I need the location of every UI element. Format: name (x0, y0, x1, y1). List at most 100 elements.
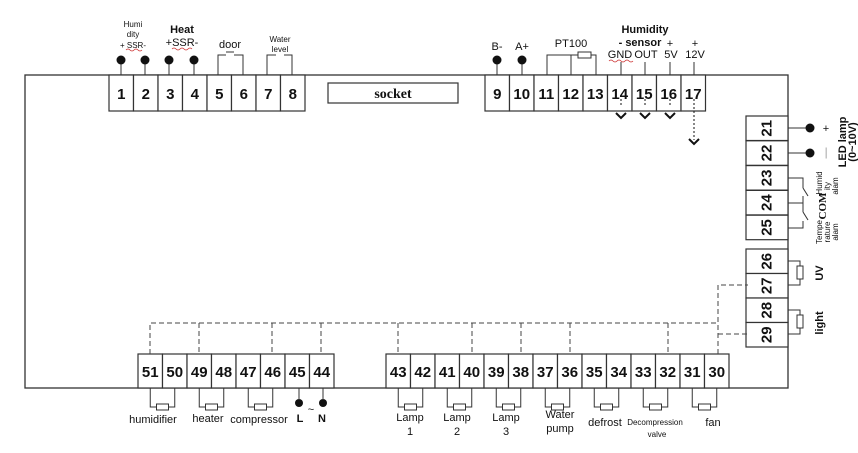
terminal-41: 41 (434, 353, 461, 389)
terminal-3-dot (164, 55, 174, 65)
top-labels: Humi dity + SSR- Heat +SSR- door Water l… (120, 20, 705, 61)
heat-ssr-label-2: +SSR- (166, 37, 199, 49)
decompression-valve-label-2: valve (648, 430, 667, 439)
humidity-alarm-label-2: ity (823, 182, 832, 190)
temp-alarm-label-3: alam (831, 223, 840, 241)
terminal-1: 1 (108, 74, 135, 112)
right-labels: + — LED lamp (0~10V) Humid ity alam COM … (814, 116, 858, 334)
out-label: OUT (634, 49, 658, 61)
terminal-number: 45 (289, 364, 306, 381)
humidity-sensor-label-1: Humidity (621, 24, 669, 36)
terminal-7: 7 (255, 74, 282, 112)
terminal-2: 2 (132, 74, 159, 112)
water-pump-label-1: Water (546, 409, 575, 421)
ac-symbol: ~ (308, 404, 314, 416)
defrost-load-symbol (593, 388, 620, 411)
terminal-9: 9 (484, 74, 511, 112)
terminal-number: 3 (166, 86, 174, 103)
water-level-label-2: level (272, 45, 289, 54)
socket-label: socket (374, 87, 412, 102)
plus-12v-sign: + (692, 38, 698, 50)
terminal-13: 13 (582, 74, 609, 112)
terminal-3: 3 (157, 74, 184, 112)
terminal-number: 23 (759, 170, 776, 187)
terminal-50: 50 (161, 353, 188, 389)
terminal-10: 10 (508, 74, 535, 112)
b-minus-label: B- (492, 41, 503, 53)
lamp2-label-2: 2 (454, 426, 460, 438)
terminal-number: 33 (635, 364, 652, 381)
terminal-32: 32 (654, 353, 681, 389)
terminal-number: 35 (586, 364, 603, 381)
terminal-27: 27 (745, 272, 789, 299)
terminal-38: 38 (507, 353, 534, 389)
terminal-22-dot (805, 148, 815, 158)
terminal-number: 37 (537, 364, 554, 381)
humidity-alarm-label-3: alam (831, 177, 840, 195)
terminal-number: 22 (759, 145, 776, 162)
terminal-number: 21 (759, 120, 776, 137)
terminal-number: 47 (240, 364, 257, 381)
terminal-number: 6 (240, 86, 248, 103)
plus-12v-label: 12V (685, 49, 705, 61)
water-pump-load-symbol (544, 388, 571, 411)
terminal-22: 22 (745, 140, 789, 166)
right-wiring (788, 127, 810, 335)
terminal-4: 4 (181, 74, 208, 112)
terminal-number: 42 (414, 364, 431, 381)
terminal-number: 38 (512, 364, 529, 381)
arrow-down-icon (664, 112, 676, 120)
terminal-21: 21 (745, 115, 789, 142)
terminal-9-dot (492, 55, 502, 65)
power-wiring (298, 388, 324, 400)
terminal-number: 2 (142, 86, 150, 103)
terminal-number: 43 (390, 364, 407, 381)
humidity-ssr-label-2: dity (127, 30, 139, 39)
heat-ssr-label-1: Heat (170, 24, 194, 36)
lamp1-label-2: 1 (407, 426, 413, 438)
controller-body (24, 74, 789, 389)
terminal-35: 35 (581, 353, 608, 389)
terminal-17: 17 (680, 74, 707, 112)
terminal-number: 11 (538, 86, 554, 103)
humidity-sensor-label-2: - sensor (619, 37, 663, 49)
decompression-valve-load-symbol (642, 388, 669, 411)
bottom-labels: humidifier heater compressor L ~ N Lamp … (129, 404, 720, 439)
led-lamp-label-1: LED lamp (837, 116, 849, 167)
top-dots (116, 55, 527, 65)
terminal-number: 15 (636, 86, 653, 103)
lamp1-label-1: Lamp (396, 412, 424, 424)
led-plus-label: + (823, 123, 829, 135)
socket-box: socket (327, 82, 459, 104)
terminal-5: 5 (206, 74, 233, 112)
terminal-10-dot (517, 55, 527, 65)
terminal-number: 16 (660, 86, 677, 103)
door-label: door (219, 39, 241, 51)
heater-load-symbol (198, 388, 225, 411)
terminal-number: 49 (191, 364, 208, 381)
terminal-number: 30 (708, 364, 725, 381)
terminal-14: 14 (606, 74, 633, 112)
terminal-number: 41 (439, 364, 456, 381)
terminal-39: 39 (483, 353, 510, 389)
water-level-label-1: Water (269, 35, 290, 44)
top-wiring (120, 51, 695, 75)
neutral-n-label: N (318, 413, 326, 425)
common-dashed-lines (149, 284, 748, 354)
humidifier-label: humidifier (129, 414, 177, 426)
terminal-49: 49 (186, 353, 213, 389)
terminal-1-dot (116, 55, 126, 65)
terminal-number: 34 (610, 364, 627, 381)
led-minus-label: — (820, 148, 832, 159)
terminal-15: 15 (631, 74, 658, 112)
terminal-number: 48 (215, 364, 232, 381)
terminal-43: 43 (385, 353, 412, 389)
terminal-45-dot (295, 399, 303, 407)
compressor-label: compressor (230, 414, 288, 426)
heater-label: heater (192, 413, 224, 425)
terminal-number: 12 (562, 86, 579, 103)
led-lamp-label-2: (0~10V) (847, 122, 858, 162)
terminal-29: 29 (745, 321, 789, 348)
